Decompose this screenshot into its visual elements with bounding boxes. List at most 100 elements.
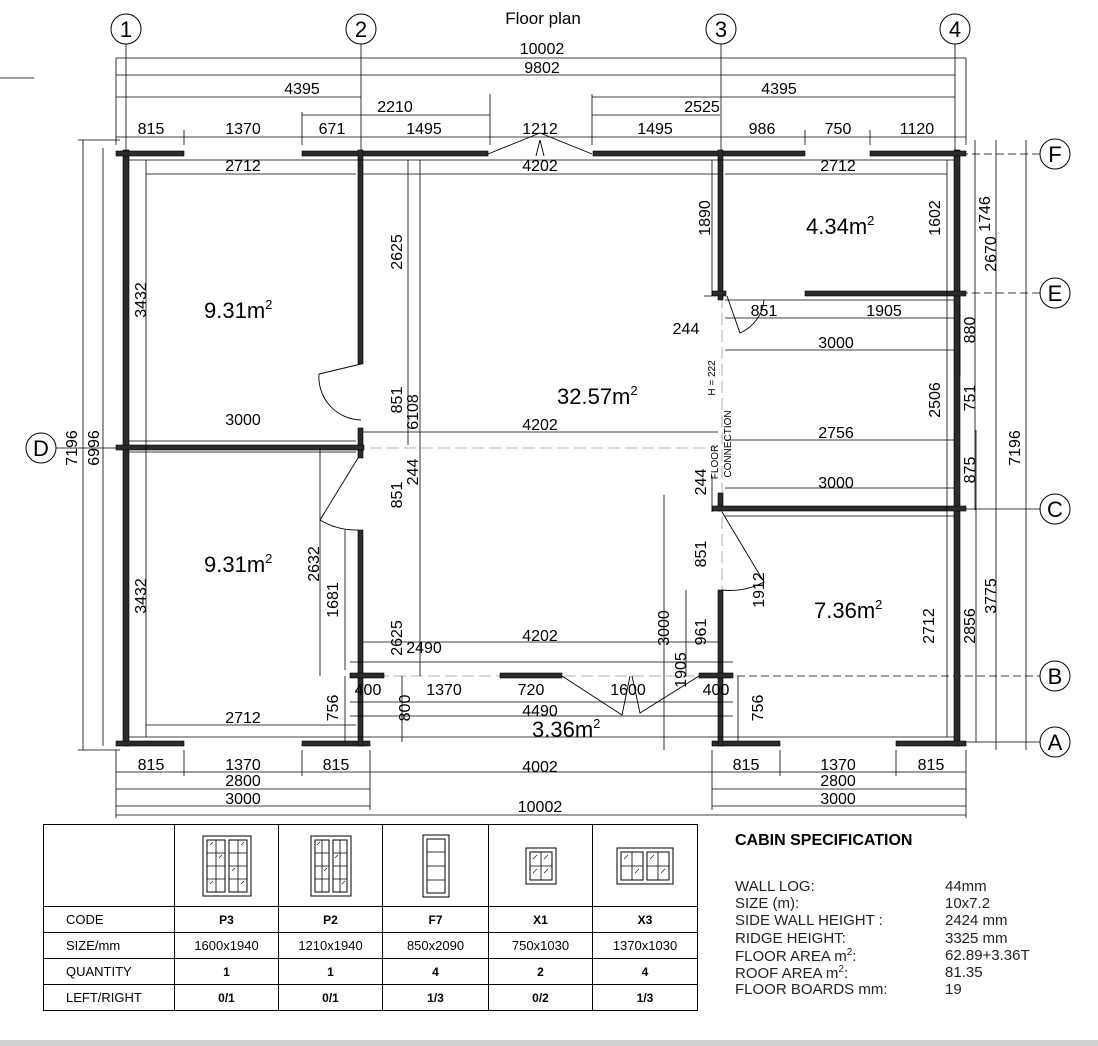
door-swing-top-mark <box>535 139 545 157</box>
wall-bottom-seg <box>711 740 781 747</box>
door-swing-terrace-right <box>631 675 700 714</box>
dim-2712-bottom: 2712 <box>225 710 261 727</box>
spec-label: WALL LOG: <box>735 878 815 895</box>
cell-lr-x1: 0/2 <box>488 984 593 1011</box>
dim-v-7196-right: 7196 <box>1007 430 1024 466</box>
bottom-scroll-bar <box>0 1040 1098 1046</box>
dim-v-961: 961 <box>693 619 710 646</box>
dim-v-2625-top: 2625 <box>389 234 406 270</box>
dim-v-851: 851 <box>389 387 406 414</box>
cell-size-f7: 850x2090 <box>382 932 489 959</box>
wall-partition-D <box>115 444 365 451</box>
dim-v-875: 875 <box>962 457 979 484</box>
grid-label-A: A <box>1048 730 1063 755</box>
table-row-left-right: LEFT/RIGHT 0/1 0/1 1/3 0/2 1/3 <box>43 984 698 1011</box>
dim-3000-C: 3000 <box>818 475 854 492</box>
spec-row-roof-area: ROOF AREA m2: 81.35 <box>735 963 1075 982</box>
spec-row-wall-log: WALL LOG: 44mm <box>735 878 1075 895</box>
grid-label-C: C <box>1047 497 1063 522</box>
cell-lr-f7: 1/3 <box>382 984 489 1011</box>
dim-1370-terrace: 1370 <box>426 682 462 699</box>
wall-top-seg <box>301 150 489 157</box>
dim-top-750: 750 <box>825 121 852 138</box>
annotation-height: H = 222 <box>707 360 718 396</box>
spec-label: ROOF AREA m2: <box>735 963 849 982</box>
dim-720: 720 <box>518 682 545 699</box>
wall-partition-B <box>499 672 563 679</box>
single-door-icon <box>382 824 489 907</box>
dim-room-4202: 4202 <box>522 158 558 175</box>
dim-top-815: 815 <box>138 121 165 138</box>
spec-value: 81.35 <box>945 963 983 981</box>
dim-v-851-right: 851 <box>693 541 710 568</box>
room-area-top-left: 9.31m2 <box>204 297 272 323</box>
spec-value: 19 <box>945 981 962 999</box>
spec-value: 2424 mm <box>945 912 1008 930</box>
wall-partition-E <box>711 290 727 297</box>
dim-v-880: 880 <box>962 317 979 344</box>
small-window-icon <box>488 824 593 907</box>
dim-top-1120: 1120 <box>900 121 935 138</box>
dim-400b: 400 <box>703 682 730 699</box>
grid-label-2: 2 <box>355 17 367 42</box>
cell-code-x3: X3 <box>592 906 698 933</box>
spec-value: 3325 mm <box>945 929 1008 947</box>
wall-top-seg <box>592 150 806 157</box>
grid-label-3: 3 <box>715 17 727 42</box>
dim-4202-mid: 4202 <box>522 417 558 434</box>
dim-top-1212: 1212 <box>522 121 558 138</box>
spec-row-side-wall-height: SIDE WALL HEIGHT : 2424 mm <box>735 912 1075 929</box>
grid-label-4: 4 <box>949 17 961 42</box>
dim-left-4395: 4395 <box>284 81 320 98</box>
cell-size-x3: 1370x1030 <box>592 932 698 959</box>
dim-bottom-815c: 815 <box>733 757 760 774</box>
dim-bottom-10002: 10002 <box>518 799 563 816</box>
spec-value: 10x7.2 <box>945 895 991 913</box>
door-swing-top <box>487 132 593 155</box>
wall-partition-E <box>804 290 967 297</box>
room-area-bottom-left: 9.31m2 <box>204 551 272 577</box>
spec-label: SIZE (m): <box>735 895 800 913</box>
cell-qty-p3: 1 <box>174 958 279 985</box>
spec-label: FLOOR AREA m2: <box>735 946 857 965</box>
dim-v-800: 800 <box>397 695 414 722</box>
cell-code-p2: P2 <box>278 906 383 933</box>
dim-bottom-2800b: 2800 <box>820 773 856 790</box>
wall-bottom-seg <box>895 740 967 747</box>
dim-overall-10002: 10002 <box>520 41 565 58</box>
wall-inner-lines <box>129 159 954 738</box>
dim-v-851-left: 851 <box>389 482 406 509</box>
dim-bottom-815b: 815 <box>323 757 350 774</box>
wall-bottom-seg <box>301 740 371 747</box>
cabin-specification-panel: CABIN SPECIFICATION WALL LOG: 44mm SIZE … <box>735 832 1075 998</box>
dim-4202-low: 4202 <box>522 628 558 645</box>
dim-v-1912: 1912 <box>751 572 768 608</box>
dim-top-1495: 1495 <box>406 121 442 138</box>
dim-v-244-right: 244 <box>693 469 710 496</box>
dim-1600: 1600 <box>610 682 646 699</box>
cell-lr-p2: 0/1 <box>278 984 383 1011</box>
dim-v-756-right: 756 <box>750 695 767 722</box>
wall-interior <box>717 589 724 747</box>
wall-partition-C <box>711 505 967 512</box>
dim-3000-left: 3000 <box>225 412 261 429</box>
dim-v-6108: 6108 <box>405 394 422 430</box>
dim-v-3775: 3775 <box>983 578 1000 614</box>
double-glazed-door-icon <box>174 824 279 907</box>
cell-qty-x1: 2 <box>488 958 593 985</box>
wall-interior <box>717 149 724 301</box>
dim-v-2506: 2506 <box>927 382 944 418</box>
dim-top-1370: 1370 <box>225 121 261 138</box>
wall-bottom-seg <box>115 740 185 747</box>
grid-label-1: 1 <box>120 17 132 42</box>
spec-value: 62.89+3.36T <box>945 946 1030 964</box>
grid-label-F: F <box>1048 142 1061 167</box>
spec-label: FLOOR BOARDS mm: <box>735 981 888 999</box>
door-window-table: CODE P3 P2 F7 X1 X3 SIZE/mm 1600x1940 12… <box>43 824 698 1011</box>
door-swing-room-C <box>721 511 765 591</box>
glazed-door-icon <box>278 824 383 907</box>
door-swing-room-E <box>726 295 765 334</box>
dim-v-1681: 1681 <box>325 582 342 618</box>
dim-bottom-815: 815 <box>138 757 165 774</box>
grid-label-E: E <box>1048 281 1063 306</box>
